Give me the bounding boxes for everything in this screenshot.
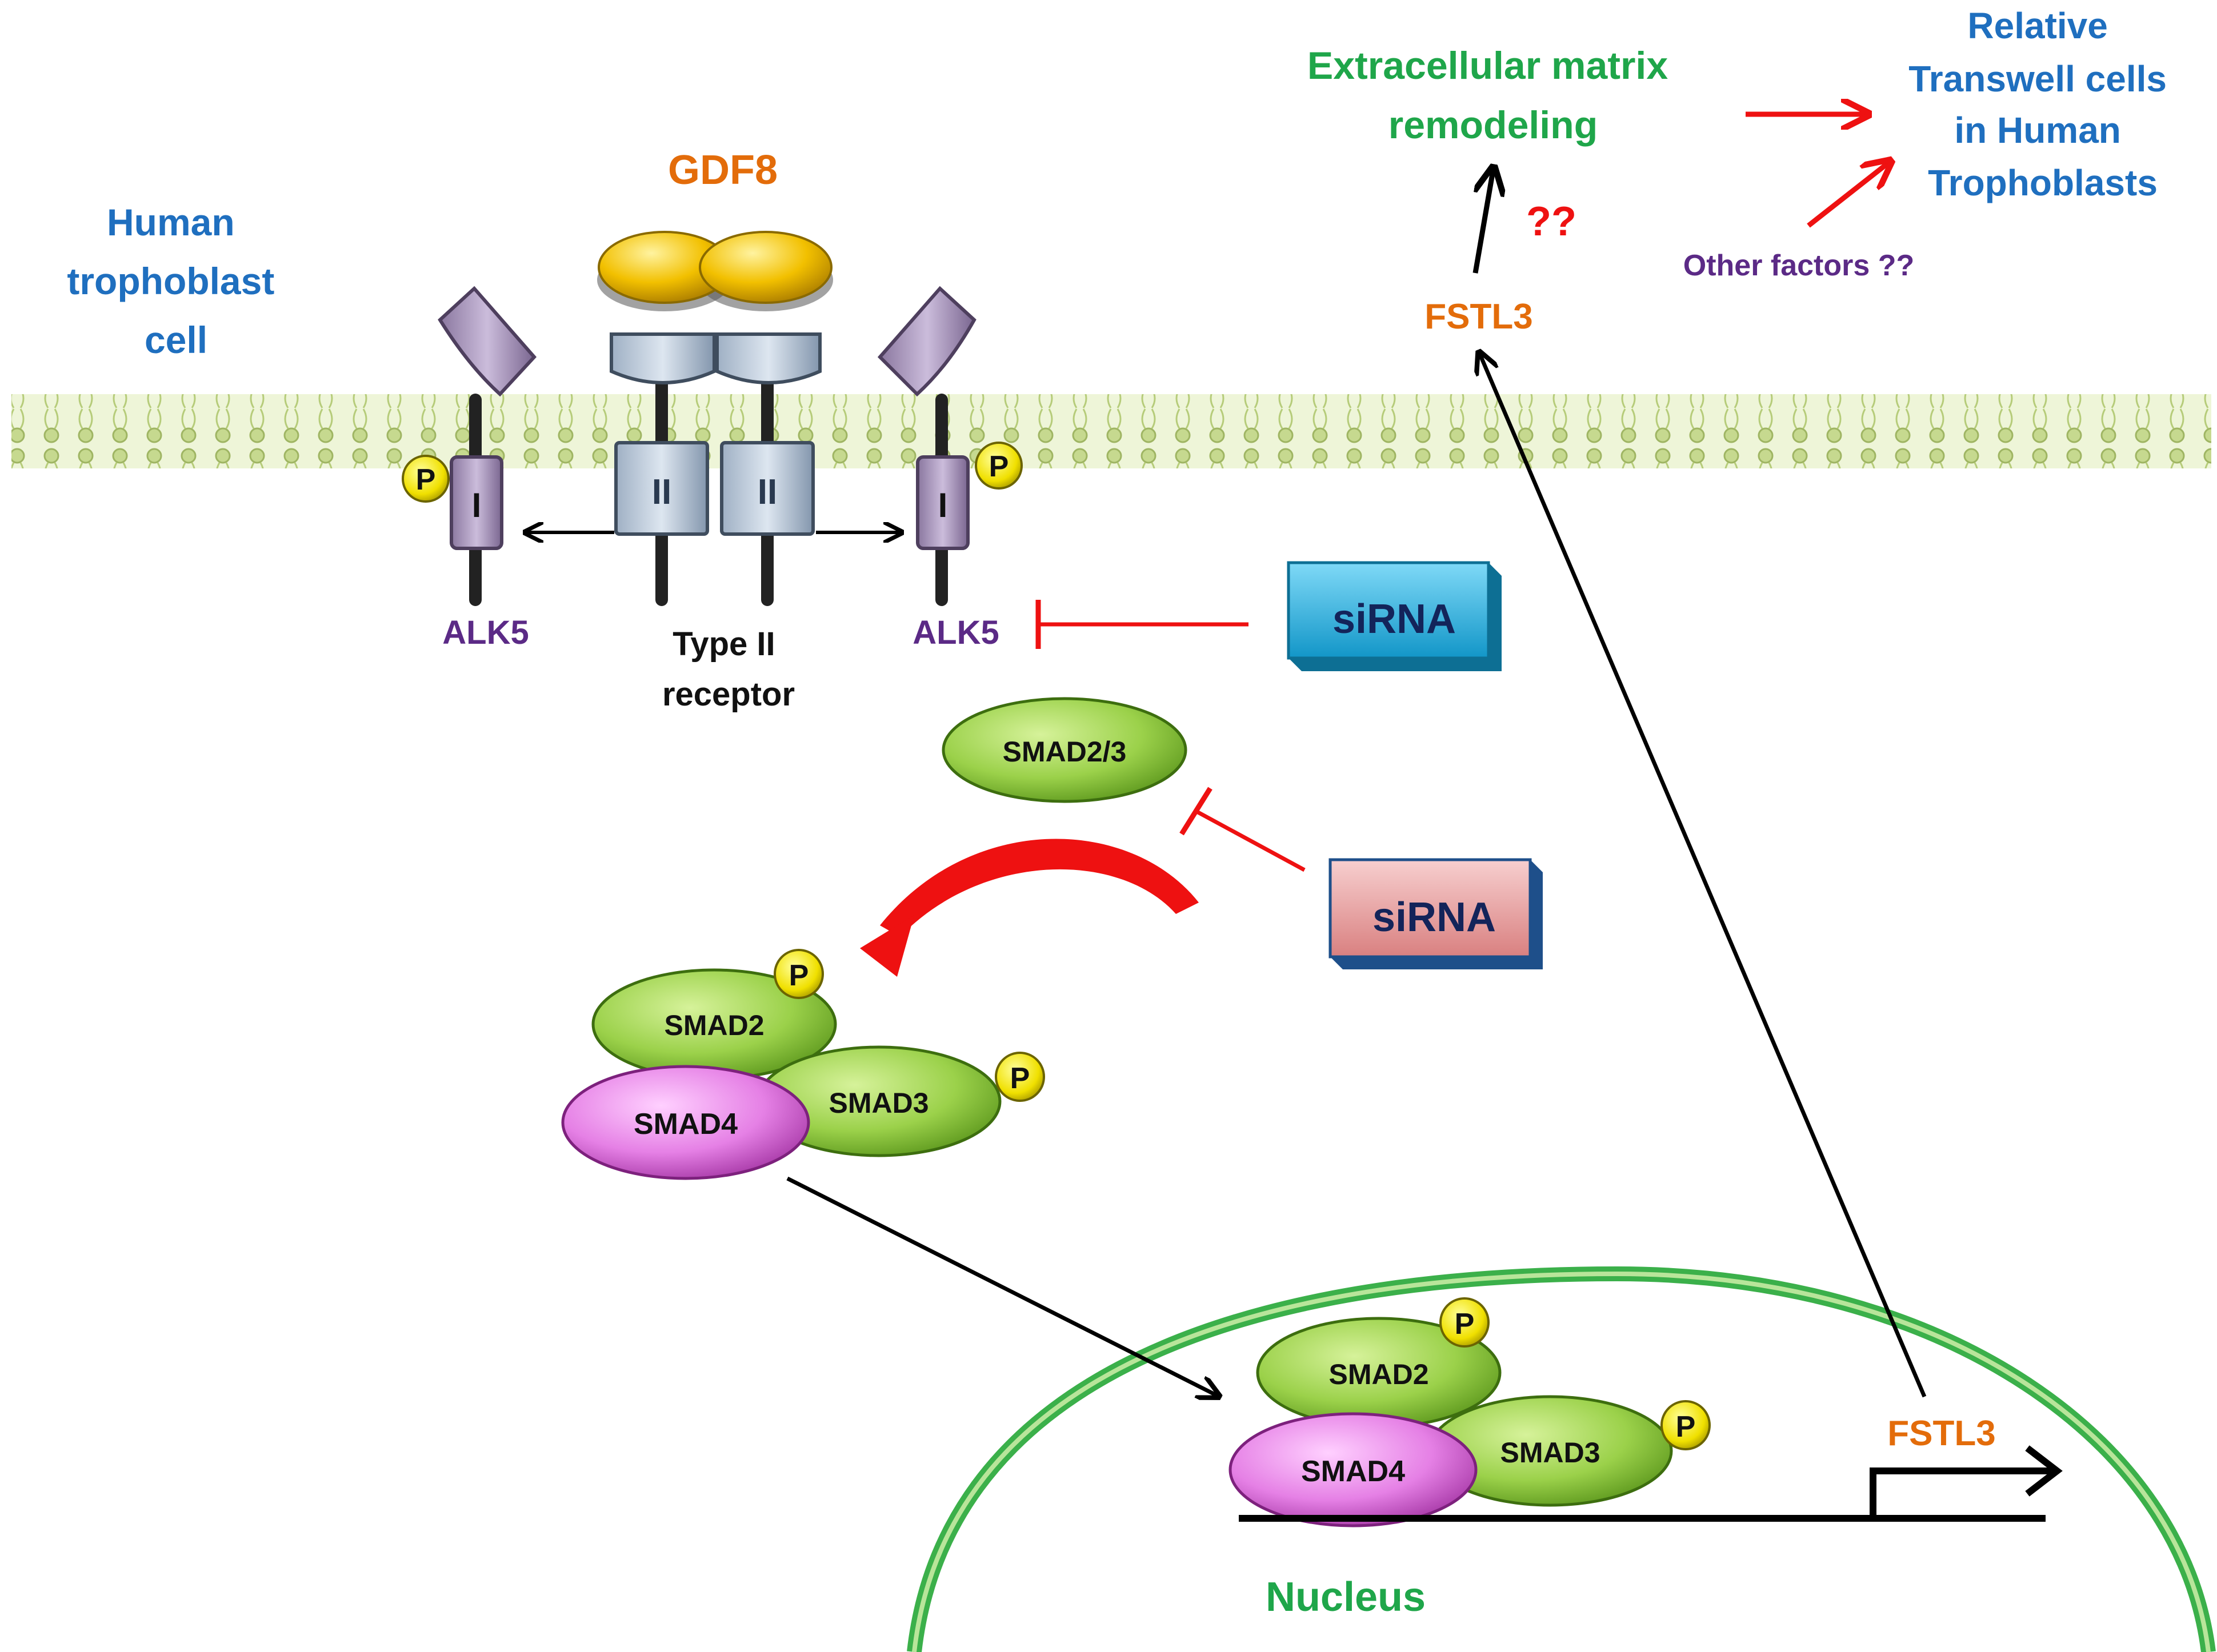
- inhibition-bar-smad: [1179, 787, 1306, 872]
- fstl3-secretion-arrow: [1480, 354, 1927, 1398]
- smad2-label-nuc: SMAD2: [1328, 1358, 1428, 1390]
- ligand-label: GDF8: [668, 147, 778, 193]
- sirna-smad-box: siRNA: [1328, 858, 1543, 969]
- gdf8-ligand: [597, 231, 833, 311]
- fstl3-to-ecm-arrow: [1472, 170, 1493, 274]
- svg-text:P: P: [989, 450, 1009, 483]
- svg-text:siRNA: siRNA: [1372, 895, 1496, 940]
- phospho-circle-alk5-right: P: [975, 442, 1023, 490]
- transwell-label: Relative Transwell cells in Human Tropho…: [1908, 5, 2177, 203]
- svg-text:P: P: [416, 463, 436, 496]
- alk5-label-right: ALK5: [913, 614, 999, 651]
- cell-membrane: [11, 394, 2211, 468]
- alk5-label-left: ALK5: [442, 614, 529, 651]
- phospho-circle-alk5-left: P: [402, 455, 450, 503]
- smad23-protein: SMAD2/3: [942, 697, 1187, 803]
- fstl3-promoter-arrow: [1870, 1467, 2051, 1518]
- svg-text:P: P: [789, 959, 809, 992]
- svg-text:SMAD2/3: SMAD2/3: [1003, 736, 1127, 768]
- smad-complex-cytoplasm: SMAD2 SMAD3 SMAD4 P P: [561, 949, 1045, 1180]
- type2-mark-right: II: [758, 472, 777, 512]
- smad3-label-nuc: SMAD3: [1500, 1437, 1600, 1469]
- smad-complex-nucleus: SMAD2 SMAD3 SMAD4 P P: [1228, 1297, 1711, 1527]
- type2-receptor-label: Type II receptor: [662, 625, 795, 713]
- phosphorylation-curved-arrow: [860, 839, 1199, 977]
- svg-text:P: P: [1676, 1410, 1696, 1444]
- ecm-remodeling-label: Extracellular matrix remodeling: [1307, 44, 1679, 147]
- alk5-receptor-right: I: [877, 286, 977, 606]
- question-marks: ??: [1526, 199, 1576, 244]
- svg-text:P: P: [1010, 1062, 1030, 1095]
- translocation-arrow: [786, 1176, 1217, 1396]
- sirna-alk5-box: siRNA: [1287, 561, 1502, 671]
- inhibition-bar-alk5: [1035, 600, 1248, 649]
- alk5-receptor-left: I: [438, 286, 537, 606]
- fstl3-gene-label: FSTL3: [1887, 1414, 1995, 1453]
- cell-label: Human trophoblast cell: [67, 201, 285, 361]
- fstl3-secreted-label: FSTL3: [1424, 297, 1532, 336]
- smad3-label-cyto: SMAD3: [829, 1087, 929, 1119]
- other-factors-label: Other factors ??: [1683, 249, 1915, 282]
- smad4-label-nuc: SMAD4: [1301, 1455, 1405, 1488]
- type1-mark-left: I: [472, 486, 482, 524]
- other-factors-arrow: [1807, 163, 1888, 228]
- type2-receptor-right: II: [715, 332, 822, 606]
- type2-receptor-left: II: [610, 332, 716, 606]
- svg-text:P: P: [1455, 1308, 1475, 1341]
- svg-text:siRNA: siRNA: [1332, 596, 1456, 642]
- nucleus-label: Nucleus: [1266, 1574, 1426, 1620]
- type1-mark-right: I: [938, 486, 948, 524]
- smad2-label-cyto: SMAD2: [664, 1009, 764, 1041]
- smad4-label-cyto: SMAD4: [634, 1108, 738, 1141]
- type2-mark-left: II: [652, 472, 671, 512]
